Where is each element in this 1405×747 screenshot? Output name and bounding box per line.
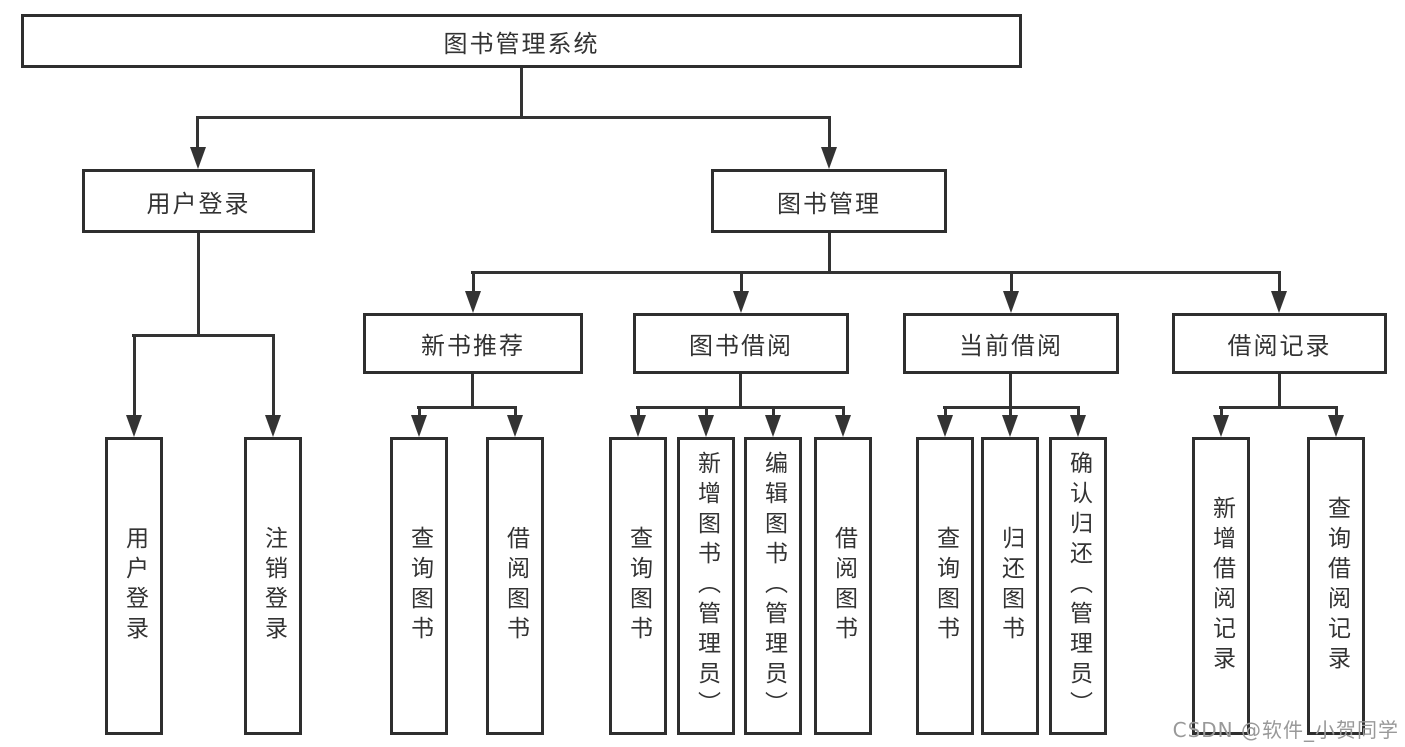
leaf-user-login-label: 用户登录 — [121, 526, 148, 646]
node-new-book-recommend: 新书推荐 — [363, 313, 583, 374]
connector-group-stem — [739, 374, 742, 408]
connector-group-bar — [636, 406, 845, 409]
csdn-watermark: CSDN @软件_小贺同学 — [1172, 718, 1399, 742]
connector-group-stem — [1009, 374, 1012, 408]
connector-group-bar — [1219, 406, 1338, 409]
leaf-borrow-books-1: 借阅图书 — [486, 437, 544, 735]
arrow-down-icon — [1328, 415, 1344, 437]
leaf-return-book: 归还图书 — [981, 437, 1039, 735]
leaf-borrow-books-1-label: 借阅图书 — [502, 526, 529, 646]
leaf-query-books-1: 查询图书 — [390, 437, 448, 735]
node-new-book-recommend-label: 新书推荐 — [421, 332, 525, 360]
leaf-query-books-1-label: 查询图书 — [406, 526, 433, 646]
leaf-return-book-label: 归还图书 — [997, 526, 1024, 646]
node-book-management: 图书管理 — [711, 169, 947, 233]
arrow-down-icon — [126, 415, 142, 437]
arrow-down-icon — [1070, 415, 1086, 437]
connector-drop-level3 — [1010, 271, 1013, 293]
arrow-down-icon — [507, 415, 523, 437]
arrow-down-icon — [630, 415, 646, 437]
leaf-add-borrow-record: 新增借阅记录 — [1192, 437, 1250, 735]
leaf-add-book-admin: 新增图书（管理员） — [677, 437, 735, 735]
arrow-down-icon — [411, 415, 427, 437]
leaf-query-borrow-record: 查询借阅记录 — [1307, 437, 1365, 735]
arrow-down-icon — [937, 415, 953, 437]
connector-drop-leaf — [418, 406, 421, 418]
connector-drop-user-login — [196, 116, 199, 150]
connector-drop-leaf — [637, 406, 640, 418]
connector-bookmgmt-bar — [471, 271, 1281, 274]
node-book-management-label: 图书管理 — [777, 189, 881, 218]
leaf-add-borrow-record-label: 新增借阅记录 — [1208, 496, 1235, 676]
connector-drop-leaf — [1335, 406, 1338, 418]
arrow-down-icon — [698, 415, 714, 437]
leaf-logout-label: 注销登录 — [260, 526, 287, 646]
arrow-down-icon — [733, 291, 749, 313]
arrow-down-icon — [1003, 291, 1019, 313]
leaf-add-book-admin-label: 新增图书（管理员） — [693, 451, 720, 721]
connector-userlogin-bar — [132, 334, 275, 337]
leaf-borrow-books-2: 借阅图书 — [814, 437, 872, 735]
connector-drop-leaf — [1220, 406, 1223, 418]
connector-drop-leaf — [1077, 406, 1080, 418]
arrow-down-icon — [190, 147, 206, 169]
arrow-down-icon — [1213, 415, 1229, 437]
leaf-query-books-3: 查询图书 — [916, 437, 974, 735]
connector-group-stem — [1278, 374, 1281, 408]
connector-root-stem — [520, 68, 523, 118]
node-book-borrow-label: 图书借阅 — [689, 332, 793, 360]
leaf-edit-book-admin-label: 编辑图书（管理员） — [760, 451, 787, 721]
connector-drop-leaf — [272, 334, 275, 416]
connector-drop-leaf — [842, 406, 845, 418]
node-borrow-records: 借阅记录 — [1172, 313, 1387, 374]
connector-drop-leaf — [1009, 406, 1012, 418]
leaf-borrow-books-2-label: 借阅图书 — [830, 526, 857, 646]
connector-drop-leaf — [772, 406, 775, 418]
connector-drop-level3 — [1278, 271, 1281, 293]
connector-drop-level3 — [472, 271, 475, 293]
connector-userlogin-stem — [197, 233, 200, 336]
connector-group-stem — [471, 374, 474, 408]
node-root-label: 图书管理系统 — [443, 29, 600, 58]
connector-drop-book-mgmt — [828, 116, 831, 150]
leaf-logout: 注销登录 — [244, 437, 302, 735]
node-root: 图书管理系统 — [21, 14, 1022, 68]
connector-group-bar — [417, 406, 517, 409]
connector-drop-leaf — [514, 406, 517, 418]
leaf-user-login: 用户登录 — [105, 437, 163, 735]
connector-drop-level3 — [740, 271, 743, 293]
leaf-query-books-2-label: 查询图书 — [625, 526, 652, 646]
arrow-down-icon — [265, 415, 281, 437]
node-user-login: 用户登录 — [82, 169, 315, 233]
connector-drop-leaf — [705, 406, 708, 418]
connector-drop-leaf — [944, 406, 947, 418]
arrow-down-icon — [1002, 415, 1018, 437]
connector-bookmgmt-stem — [828, 233, 831, 273]
leaf-query-borrow-record-label: 查询借阅记录 — [1323, 496, 1350, 676]
connector-drop-leaf — [133, 334, 136, 416]
arrow-down-icon — [835, 415, 851, 437]
arrow-down-icon — [821, 147, 837, 169]
leaf-query-books-3-label: 查询图书 — [932, 526, 959, 646]
arrow-down-icon — [1271, 291, 1287, 313]
node-current-borrow: 当前借阅 — [903, 313, 1119, 374]
leaf-query-books-2: 查询图书 — [609, 437, 667, 735]
node-current-borrow-label: 当前借阅 — [959, 332, 1063, 360]
leaf-edit-book-admin: 编辑图书（管理员） — [744, 437, 802, 735]
leaf-confirm-return-admin-label: 确认归还（管理员） — [1065, 451, 1092, 721]
leaf-confirm-return-admin: 确认归还（管理员） — [1049, 437, 1107, 735]
node-user-login-label: 用户登录 — [146, 189, 251, 218]
node-book-borrow: 图书借阅 — [633, 313, 849, 374]
arrow-down-icon — [765, 415, 781, 437]
arrow-down-icon — [465, 291, 481, 313]
node-borrow-records-label: 借阅记录 — [1227, 332, 1332, 360]
connector-root-bar — [196, 116, 831, 119]
